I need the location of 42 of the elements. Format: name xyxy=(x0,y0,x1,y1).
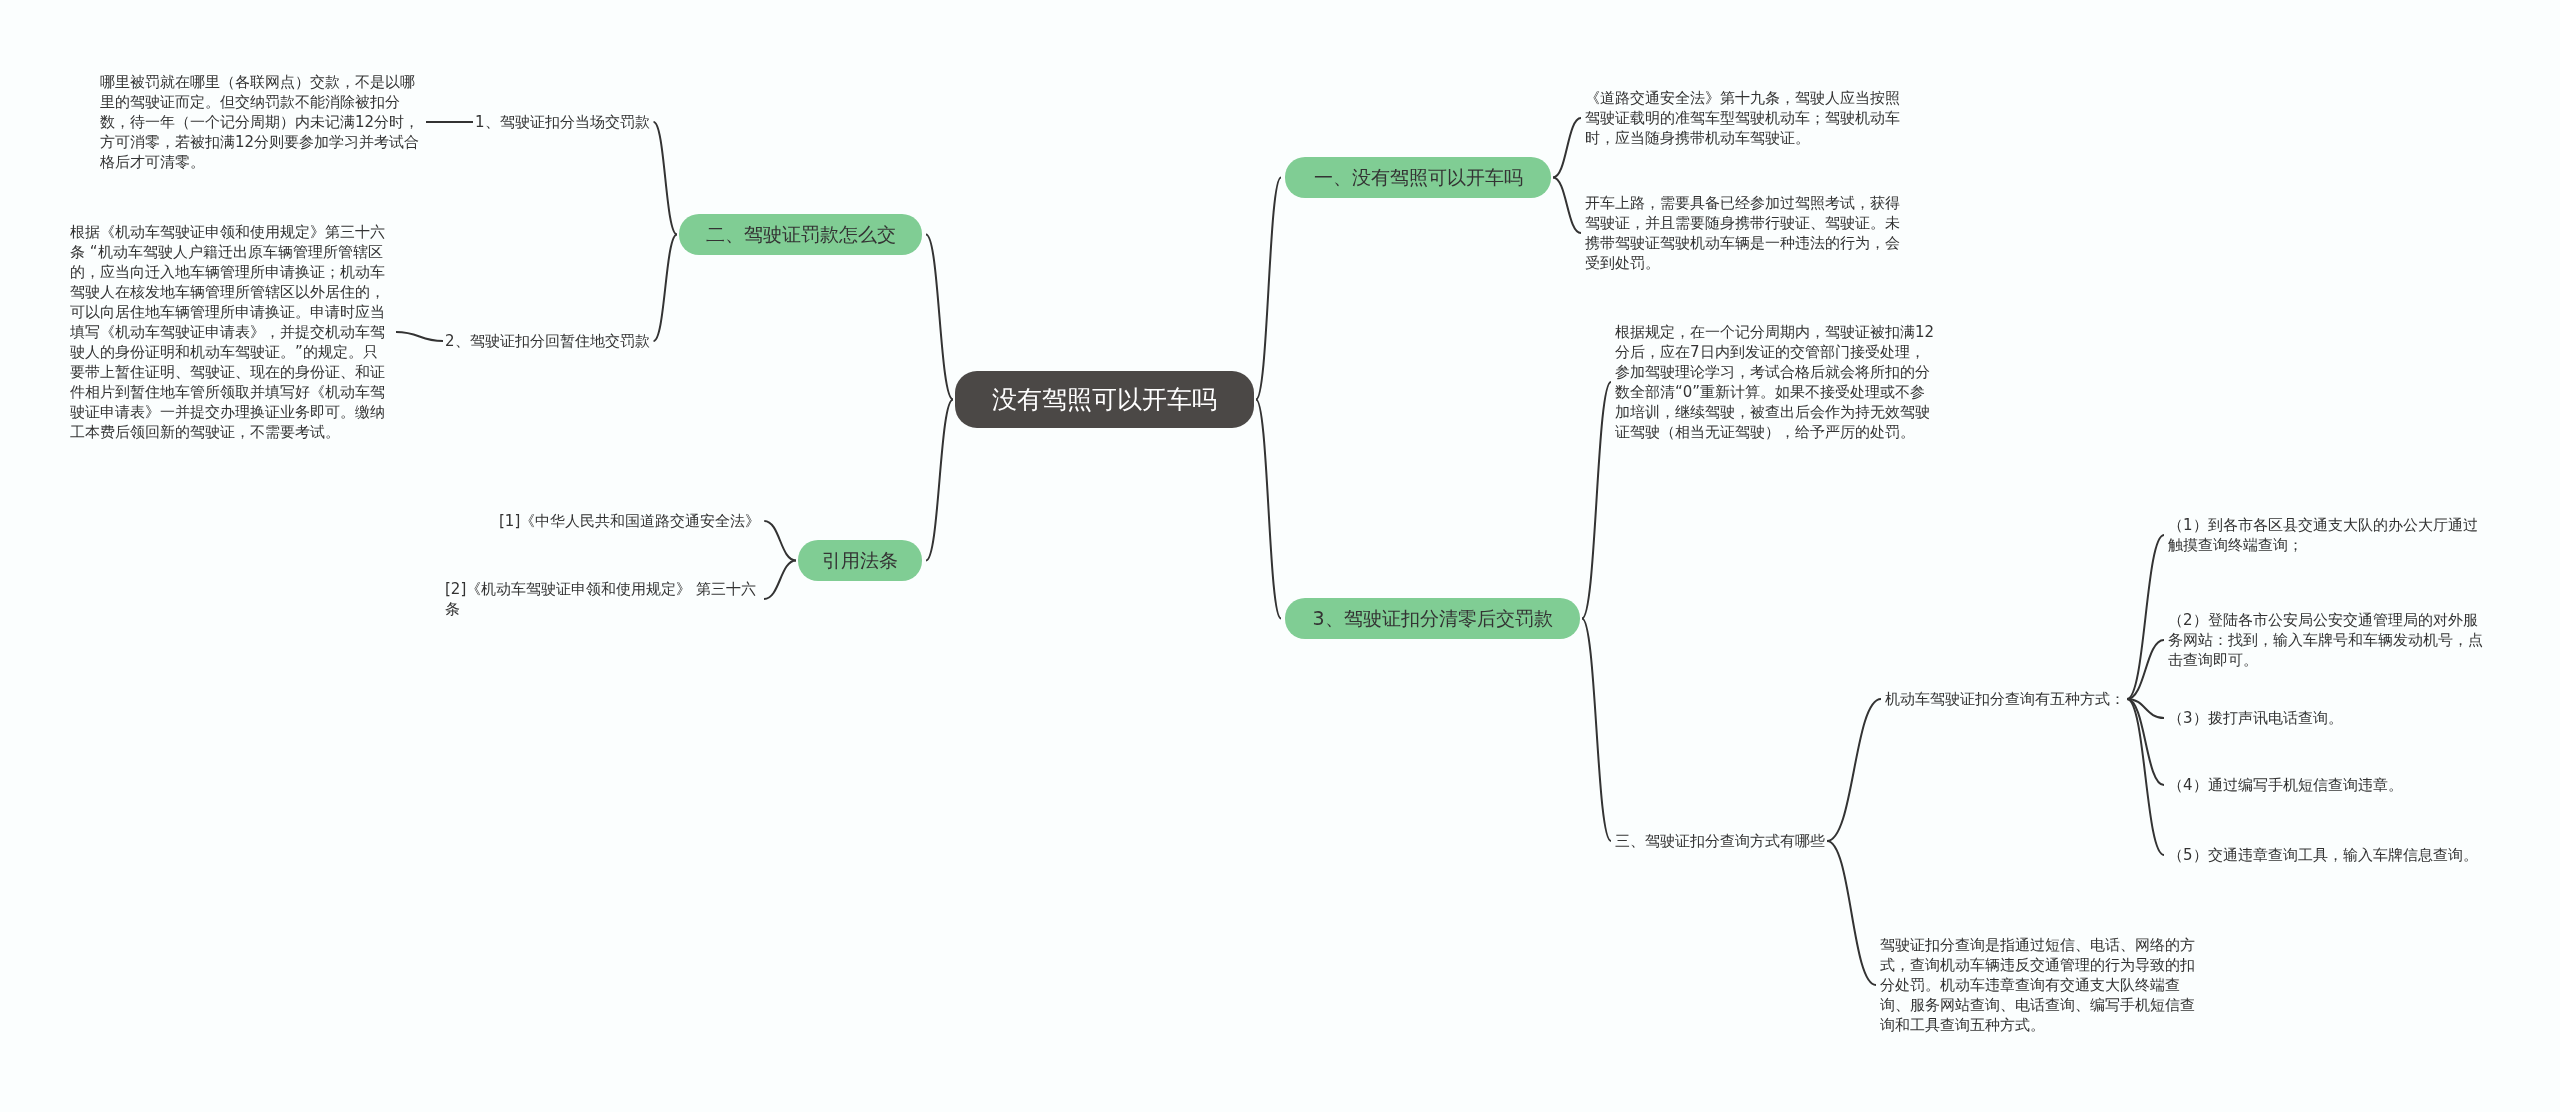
note-text: （1）到各市各区县交通支大队的办公大厅通过触摸查询终端查询； xyxy=(2168,515,2488,555)
note-text: （3）拨打声讯电话查询。 xyxy=(2168,708,2488,728)
branch-pill: 一、没有驾照可以开车吗 xyxy=(1285,157,1551,198)
reference-text: [2]《机动车驾驶证申领和使用规定》 第三十六条 xyxy=(445,579,760,619)
connector-line xyxy=(2126,534,2165,700)
connector-line xyxy=(1255,176,1282,401)
connector-line xyxy=(763,520,797,562)
connector-line xyxy=(1552,176,1582,234)
connector-line xyxy=(1581,381,1612,620)
note-text: （5）交通违章查询工具，输入车牌信息查询。 xyxy=(2168,845,2488,865)
connector-line xyxy=(2126,639,2165,700)
note-text: （2）登陆各市公安局公安交通管理局的对外服务网站：找到，输入车牌号和车辆发动机号，点击查询即可。 xyxy=(2168,610,2488,670)
connector-line xyxy=(763,559,797,600)
reference-text: [1]《中华人民共和国道路交通安全法》 xyxy=(499,511,761,531)
subtopic-label: 1、驾驶证扣分当场交罚款 xyxy=(475,112,650,132)
subtopic-label: 2、驾驶证扣分回暂住地交罚款 xyxy=(445,331,650,351)
branch-pill: 二、驾驶证罚款怎么交 xyxy=(679,214,922,255)
connector-line xyxy=(1826,840,1877,986)
branch-pill: 3、驾驶证扣分清零后交罚款 xyxy=(1285,598,1580,639)
connector-line xyxy=(2126,698,2165,719)
connector-line xyxy=(925,233,954,401)
note-text: 哪里被罚就在哪里（各联网点）交款，不是以哪里的驾驶证而定。但交纳罚款不能消除被扣分数，待一年（一个记分周期）内未记满12分时，方可消零，若被扣满12分则要参加学习并考试合格后才可清零。 xyxy=(100,72,422,172)
connector-line xyxy=(652,233,678,342)
connector-line xyxy=(425,121,474,123)
connector-line xyxy=(1255,398,1282,620)
note-text: 根据规定，在一个记分周期内，驾驶证被扣满12分后，应在7日内到发证的交管部门接受处理，参加驾驶理论学习，考试合格后就会将所扣的分数全部清“0”重新计算。如果不接受处理或不参加培训，继续驾驶，被查出后会作为持无效驾驶证驾驶（相当无证驾驶），给予严厉的处罚。 xyxy=(1615,322,1937,442)
subtopic-label: 三、驾驶证扣分查询方式有哪些 xyxy=(1615,831,1825,851)
subtopic-label: 机动车驾驶证扣分查询有五种方式： xyxy=(1885,689,2125,709)
connector-line xyxy=(925,398,954,562)
connector-line xyxy=(395,331,444,342)
note-text: （4）通过编写手机短信查询违章。 xyxy=(2168,775,2488,795)
connector-line xyxy=(1581,617,1612,842)
connector-line xyxy=(2126,698,2165,856)
connector-line xyxy=(1552,117,1582,179)
note-text: 驾驶证扣分查询是指通过短信、电话、网络的方式，查询机动车辆违反交通管理的行为导致的扣分处罚。机动车违章查询有交通支大队终端查询、服务网站查询、电话查询、编写手机短信查询和工具查询五种方式。 xyxy=(1880,935,2200,1035)
connector-line xyxy=(652,121,678,236)
note-text: 开车上路，需要具备已经参加过驾照考试，获得驾驶证，并且需要随身携带行驶证、驾驶证。未携带驾驶证驾驶机动车辆是一种违法的行为，会受到处罚。 xyxy=(1585,193,1910,273)
central-topic-box: 没有驾照可以开车吗 xyxy=(955,371,1254,428)
branch-pill: 引用法条 xyxy=(798,540,922,581)
note-text: 《道路交通安全法》第十九条，驾驶人应当按照驾驶证载明的准驾车型驾驶机动车；驾驶机动车时，应当随身携带机动车驾驶证。 xyxy=(1585,88,1910,148)
note-text: 根据《机动车驾驶证申领和使用规定》第三十六条 “机动车驾驶人户籍迁出原车辆管理所管辖区的，应当向迁入地车辆管理所申请换证；机动车驾驶人在核发地车辆管理所管辖区以外居住的，可以向居住地车辆管理所申请换证。申请时应当填写《机动车驾驶证申请表》，并提交机动车驾驶人的身份证明和机动车驾驶证。”的规定。只要带上暂住证明、驾驶证、现在的身份证、和证件相片到暂住地车管所领取并填写好《机动车驾驶证申请表》一并提交办理换证业务即可。缴纳工本费后领回新的驾驶证，不需要考试。 xyxy=(70,222,392,442)
connector-line xyxy=(1826,698,1882,842)
